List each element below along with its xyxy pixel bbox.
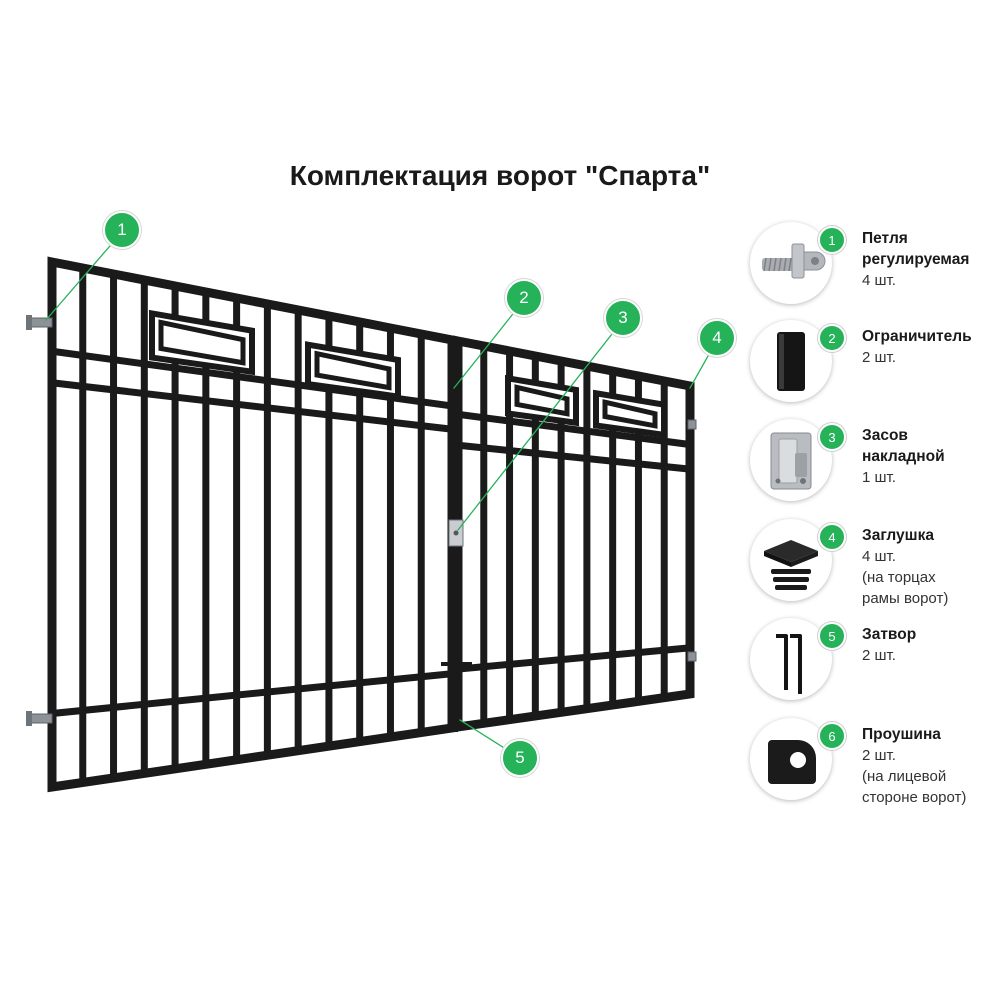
part-number-badge: 6 [818,722,846,750]
part-name-line: Затвор [862,626,917,643]
gate-hinge [29,317,53,328]
part-number-badge: 4 [818,523,846,551]
part-name-line: Петля [862,230,908,247]
latch-rod-icon [776,634,802,694]
leader-line-3 [457,319,624,531]
part-image [750,718,832,800]
part-image [750,222,832,304]
gate-hinge-right [687,651,697,662]
gate-hardware [26,315,697,732]
leader-lines [45,231,718,759]
right-decor-panel [505,374,579,427]
right-decor-panel [593,389,667,439]
part-number-badge: 2 [818,324,846,352]
part-name-line: накладной [862,448,945,465]
part-number-badge: 3 [818,423,846,451]
part-quantity: 1 шт. [862,469,896,486]
right-leaf-rail [454,410,694,449]
part-item-stopper: 2 Ограничитель 2 шт. [748,320,1000,412]
left-decor-panel-inner [314,350,392,391]
right-leaf-rail [454,441,694,474]
gate-surface-bolt-pin [453,530,459,536]
part-number-badge: 5 [818,622,846,650]
part-item-bolt: 3 Засов накладной 1 шт. [748,419,1000,511]
part-name-line: Засов [862,427,908,444]
stopper-icon [777,332,805,391]
adjustable-hinge-icon [762,243,826,279]
page-title: Комплектация ворот "Спарта" [289,160,711,191]
part-name-line: Заглушка [862,527,934,544]
part-number-badge: 1 [818,226,846,254]
part-quantity: 2 шт. [862,647,896,664]
gate-hinge [29,713,53,724]
part-item-cap: 4 Заглушка 4 шт. (на торцах рамы ворот) [748,519,1000,611]
leader-line-1 [45,231,123,321]
callout-marker-1: 1 [103,211,141,249]
part-item-latch: 5 Затвор 2 шт. [748,618,1000,710]
surface-bolt-icon [770,432,812,490]
part-item-eye: 6 Проушина 2 шт. (на лицевой стороне вор… [748,718,1000,810]
left-decor-panel [305,341,401,400]
padlock-eye-icon [768,740,816,784]
callout-marker-3: 3 [604,299,642,337]
part-image [750,419,832,501]
part-quantity: 2 шт. [862,349,896,366]
left-decor-panel [149,309,255,376]
leader-line-2 [453,299,525,389]
gate-hinge-nut [26,315,32,330]
right-leaf-rail [454,643,694,673]
end-cap-icon [764,540,818,590]
part-quantity: 4 шт. [862,548,896,565]
part-note-line: (на торцах [862,569,936,586]
left-decor-panel-inner [158,319,246,366]
callout-marker-4: 4 [698,319,736,357]
part-note-line: (на лицевой [862,768,947,785]
gate-hinge-nut [26,711,32,726]
right-leaf-frame [453,335,695,733]
part-name-line: Ограничитель [862,328,972,345]
part-note-line: рамы ворот) [862,590,949,607]
part-note-line: стороне ворот) [862,789,967,806]
part-quantity: 2 шт. [862,747,896,764]
left-leaf-rail [48,669,456,718]
right-decor-panel-inner [514,384,570,417]
part-quantity: 4 шт. [862,272,896,289]
callout-marker-2: 2 [505,279,543,317]
callout-marker-5: 5 [501,739,539,777]
right-decor-panel-inner [602,399,658,429]
left-leaf-rail [48,378,456,434]
left-leaf-frame [47,256,457,793]
part-name-line: Проушина [862,726,941,743]
gate-frame [47,256,695,793]
part-name-line: регулируемая [862,251,970,268]
part-item-hinge: 1 Петля регулируемая 4 шт. [748,222,1000,314]
part-image [750,519,832,601]
gate-hinge-right [687,419,697,430]
